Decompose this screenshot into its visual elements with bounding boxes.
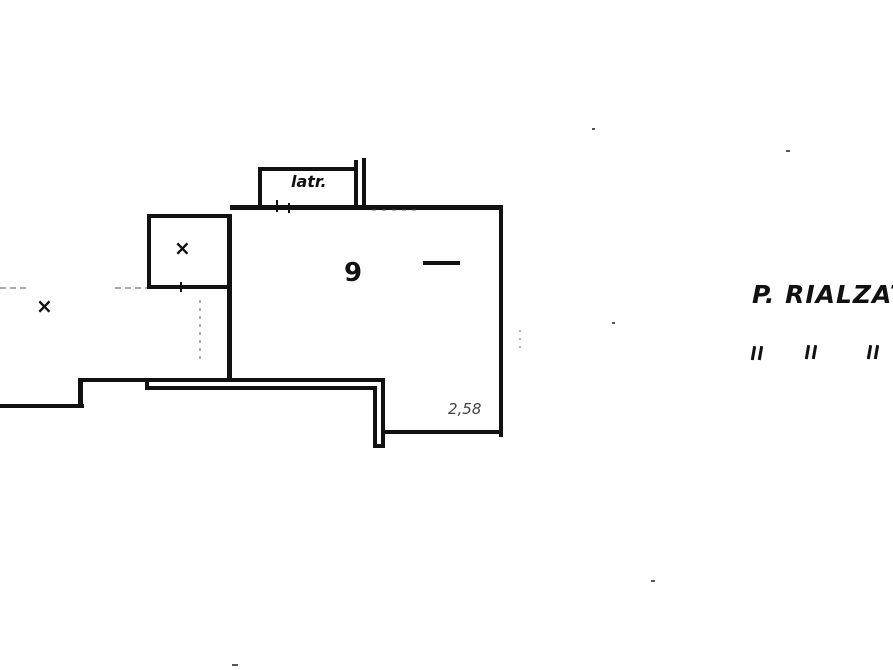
lower-wall-drop-cap [373, 444, 385, 448]
latrine-door-tick-left [276, 200, 278, 212]
dash-mark-main-room [423, 261, 460, 265]
left-room-cross-mark: × [36, 294, 53, 318]
latrine-wall-right [354, 160, 358, 207]
ditto-mark-2 [804, 344, 818, 360]
main-wall-bottom [383, 430, 503, 434]
left-room-step-vertical [78, 378, 83, 408]
thin-lines [0, 209, 521, 360]
small-room-door-tick [180, 282, 182, 292]
ditto-mark-3 [866, 344, 880, 360]
main-wall-right [499, 205, 503, 437]
latrine-label: latr. [291, 172, 327, 191]
ditto-mark-group [750, 344, 880, 361]
main-room-number: 9 [344, 258, 363, 288]
dimension-note: 2,58 [448, 400, 482, 418]
small-room-wall-top [147, 214, 232, 218]
partition-ticks [180, 200, 460, 292]
small-room-wall-left [147, 214, 151, 287]
lower-wall-left-cap [145, 378, 149, 390]
main-wall-top [230, 205, 502, 210]
small-room-wall-bottom [147, 285, 229, 289]
latrine-wall-top [258, 167, 358, 171]
small-room-cross-mark: × [174, 236, 191, 260]
left-room-step-top [78, 378, 150, 382]
walls [0, 158, 503, 448]
latrine-door-tick-right [288, 203, 290, 213]
lower-wall-drop-left [373, 386, 377, 448]
ditto-mark-1 [750, 345, 764, 361]
left-room-wall-bottom [0, 404, 84, 408]
scan-specks [232, 128, 790, 666]
latrine-wall-left [258, 167, 262, 207]
floor-label: P. RIALZAT [752, 280, 893, 309]
latrine-wall-right-outer [362, 158, 366, 208]
lower-wall-outer [145, 378, 385, 382]
main-wall-left [227, 214, 232, 379]
lower-wall-inner [145, 386, 377, 390]
lower-wall-drop-right [381, 378, 385, 448]
